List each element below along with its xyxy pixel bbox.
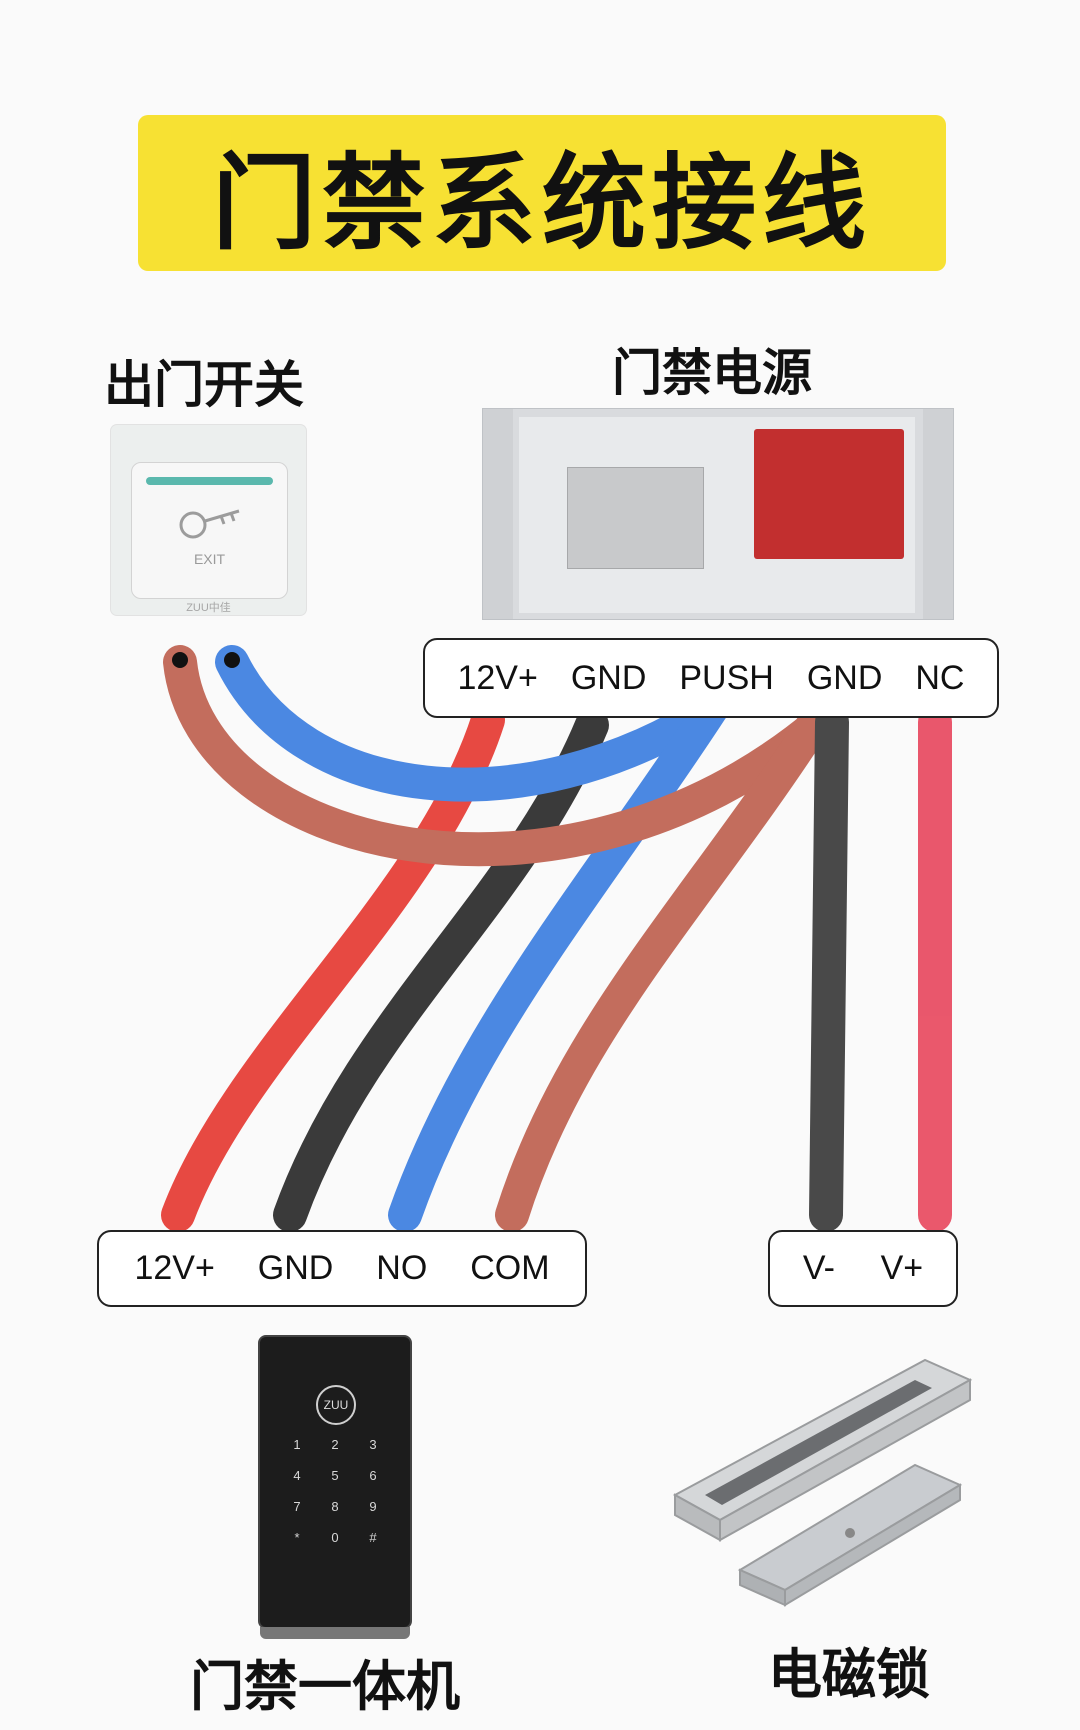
exit-terminal-dot xyxy=(172,652,188,668)
keypad-key: 7 xyxy=(293,1499,301,1514)
psu-terminal-push: PUSH xyxy=(679,658,774,697)
exit-brand: ZUU中佳 xyxy=(186,602,231,614)
psu-body xyxy=(519,417,915,613)
mag-lock-image xyxy=(672,1358,973,1607)
psu-transformer xyxy=(567,467,704,569)
keypad-key: 0 xyxy=(331,1530,339,1545)
key-icon xyxy=(179,509,240,539)
wire-brown-exit xyxy=(163,645,837,867)
keypad-key: 3 xyxy=(369,1437,377,1452)
keypad-key: 5 xyxy=(331,1468,339,1483)
psu-terminal-nc: NC xyxy=(915,658,965,697)
psu-circuit-board xyxy=(754,429,904,559)
psu-terminal-gnd-2: GND xyxy=(806,658,883,697)
keypad-key: 9 xyxy=(369,1499,377,1514)
psu-flange xyxy=(483,409,513,619)
power-supply-terminals: 12V+ GND PUSH GND NC xyxy=(423,638,999,718)
exit-text: EXIT xyxy=(193,551,226,567)
keypad-terminal-com: COM xyxy=(470,1249,550,1287)
keypad-terminal-no: NO xyxy=(376,1249,428,1287)
exit-switch-label: 出门开关 xyxy=(104,356,304,414)
power-supply-label: 门禁电源 xyxy=(612,344,812,402)
exit-button-face: EXIT xyxy=(131,462,288,599)
keypad-base xyxy=(260,1627,410,1639)
wire-blue-exit xyxy=(215,645,729,802)
keypad-key: 1 xyxy=(293,1437,301,1452)
keypad-image: ZUU 1 2 3 4 5 6 7 8 9 * 0 # xyxy=(258,1335,412,1639)
title-bar: 门禁系统接线 xyxy=(138,115,946,271)
keypad-key: # xyxy=(369,1530,377,1545)
mag-lock-label: 电磁锁 xyxy=(768,1643,930,1706)
keypad-key: 8 xyxy=(331,1499,339,1514)
exit-button-image: EXIT ZUU中佳 xyxy=(111,425,306,615)
exit-led xyxy=(146,477,273,485)
keypad-logo: ZUU xyxy=(316,1385,356,1425)
wire-dark xyxy=(809,705,849,1232)
keypad-key: 2 xyxy=(331,1437,339,1452)
lock-terminals: V- V+ xyxy=(768,1230,958,1307)
keypad-key: * xyxy=(294,1530,300,1545)
keypad-terminals: 12V+ GND NO COM xyxy=(97,1230,587,1307)
keypad-key: 4 xyxy=(293,1468,301,1483)
wire-blue xyxy=(388,691,729,1232)
power-supply-image xyxy=(482,408,954,620)
page-title: 门禁系统接线 xyxy=(211,141,872,264)
psu-flange xyxy=(923,409,953,619)
wire-brown xyxy=(495,705,832,1232)
psu-terminal-gnd: GND xyxy=(570,658,647,697)
wire-black xyxy=(273,708,609,1232)
psu-terminal-12v: 12V+ xyxy=(457,658,538,697)
exit-terminal-dot xyxy=(224,652,240,668)
keypad-key: 6 xyxy=(369,1468,377,1483)
lock-terminal-v-plus: V+ xyxy=(880,1249,924,1287)
keypad-keys: 1 2 3 4 5 6 7 8 9 * 0 # xyxy=(278,1437,392,1545)
keypad-terminal-gnd: GND xyxy=(257,1249,334,1287)
lock-terminal-v-minus: V- xyxy=(802,1249,835,1287)
keypad-terminal-12v: 12V+ xyxy=(134,1249,215,1287)
keypad-label: 门禁一体机 xyxy=(190,1655,460,1718)
